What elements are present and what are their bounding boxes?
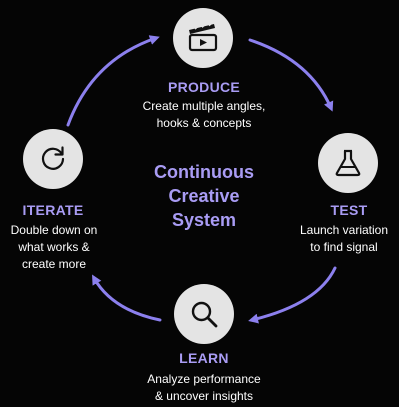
test-line: Launch variation [299, 223, 389, 237]
iterate-node [23, 129, 83, 189]
center-title-line: System [171, 210, 237, 230]
arrow-iterate-to-produce [66, 35, 160, 127]
refresh-icon [41, 146, 65, 170]
arrow-produce-to-test [248, 38, 334, 112]
iterate-title: ITERATE [22, 202, 84, 218]
flask-icon [335, 149, 361, 177]
produce-line: Create multiple angles, [142, 99, 266, 113]
learn-line: & uncover insights [154, 389, 254, 403]
produce-title: PRODUCE [167, 79, 241, 95]
clapperboard-icon [188, 23, 218, 52]
iterate-line: create more [21, 257, 87, 271]
produce-node [173, 8, 233, 68]
learn-title: LEARN [179, 350, 229, 366]
iterate-description: Double down on what works & create more [0, 222, 108, 273]
arrow-test-to-learn [248, 266, 337, 324]
learn-description: Analyze performance & uncover insights [114, 371, 294, 405]
test-node [318, 133, 378, 193]
arrow-learn-to-iterate [92, 274, 162, 322]
test-description: Launch variation to find signal [289, 222, 399, 256]
learn-node [174, 284, 234, 344]
center-title-line: Creative [168, 186, 240, 206]
learn-line: Analyze performance [147, 372, 261, 386]
test-title: TEST [330, 202, 368, 218]
test-line: to find signal [310, 240, 378, 254]
produce-line: hooks & concepts [156, 116, 252, 130]
iterate-line: Double down on [10, 223, 98, 237]
iterate-line: what works & [18, 240, 90, 254]
magnifier-icon [191, 301, 218, 328]
produce-description: Create multiple angles, hooks & concepts [114, 98, 294, 132]
center-title: Continuous Creative System [119, 160, 289, 232]
center-title-line: Continuous [154, 162, 254, 182]
